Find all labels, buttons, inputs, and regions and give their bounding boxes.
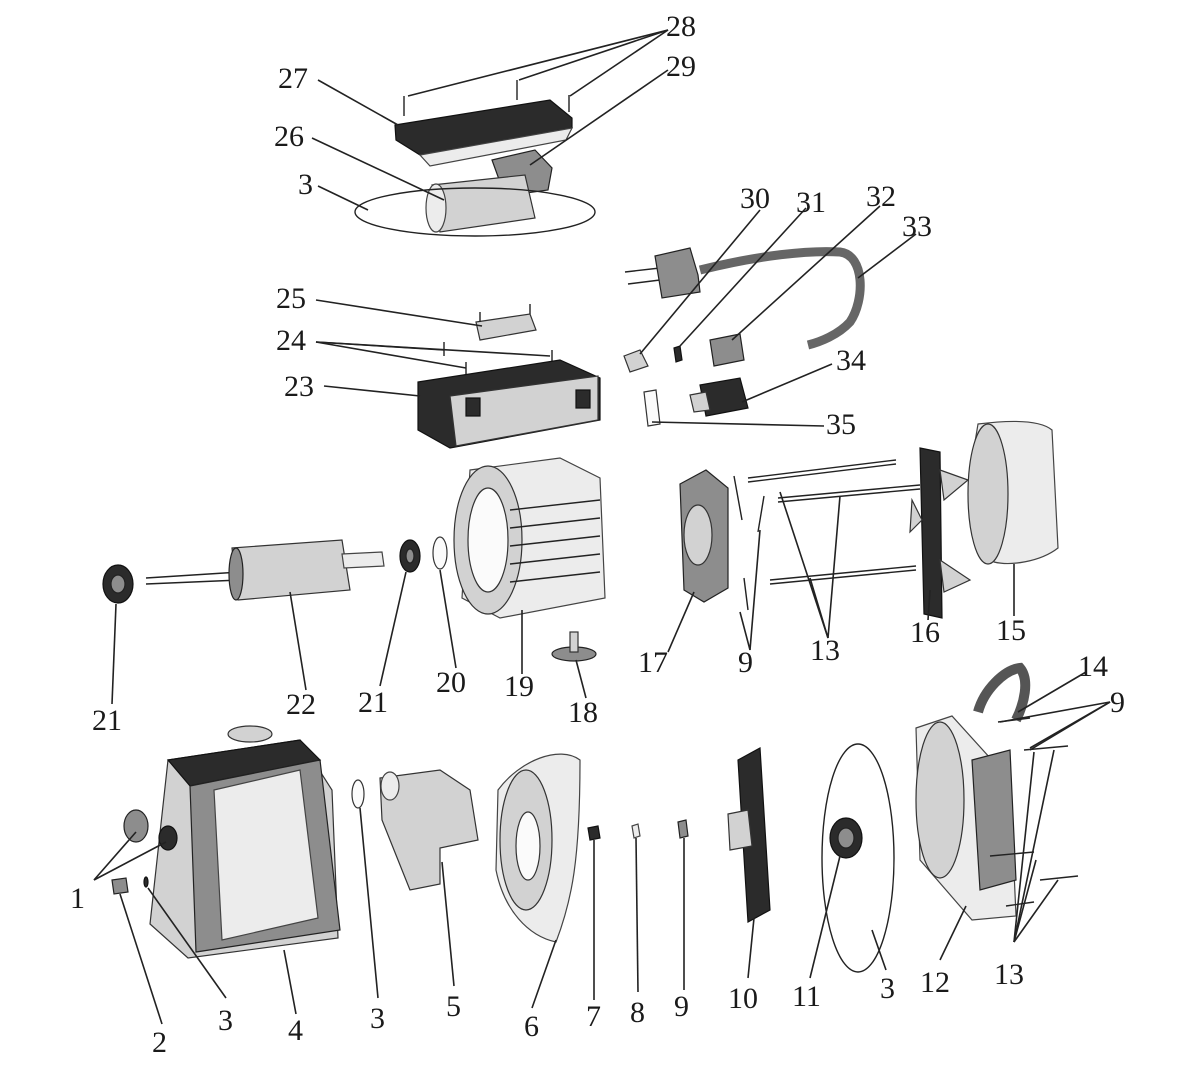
- label-3-large: 3: [880, 972, 895, 1005]
- part-22-rotor: [145, 539, 385, 601]
- label-30: 30: [740, 182, 770, 215]
- part-12-motor-flange: [915, 715, 1017, 921]
- part-4-pump-casing: [149, 725, 341, 959]
- part-14-clamp: [973, 662, 1031, 723]
- label-16: 16: [910, 616, 940, 649]
- label-4: 4: [288, 1014, 303, 1047]
- part-10-impeller: [727, 747, 771, 923]
- part-9-seal: [677, 819, 689, 839]
- label-9-upper: 9: [738, 646, 753, 679]
- part-19-motor-stator: [453, 457, 606, 619]
- label-13-upper: 13: [810, 634, 840, 667]
- label-13-lower: 13: [994, 958, 1024, 991]
- part-3-oring-small: [143, 876, 149, 888]
- part-3-oring-ejector: [351, 779, 365, 809]
- label-17: 17: [638, 646, 668, 679]
- part-15-fan-cover: [967, 420, 1059, 565]
- label-23: 23: [284, 370, 314, 403]
- label-34: 34: [836, 344, 866, 377]
- stator-fins: [509, 499, 601, 583]
- label-21-left: 21: [92, 704, 122, 737]
- label-32: 32: [866, 180, 896, 213]
- part-31-clip: [673, 345, 683, 363]
- label-14: 14: [1078, 650, 1108, 683]
- part-3-oring-large: [821, 743, 895, 973]
- part-34-switch: [689, 377, 749, 417]
- label-5: 5: [446, 990, 461, 1023]
- label-24: 24: [276, 324, 306, 357]
- label-3-drain: 3: [218, 1004, 233, 1037]
- part-25-terminal-block: [475, 304, 537, 341]
- part-6-diffuser: [495, 753, 581, 943]
- part-7-washer: [587, 825, 601, 841]
- part-11-mechanical-seal: [829, 817, 863, 859]
- label-1: 1: [70, 882, 85, 915]
- label-12: 12: [920, 966, 950, 999]
- label-28: 28: [666, 10, 696, 43]
- part-13-tie-rods: [747, 459, 921, 585]
- label-3-top: 3: [298, 168, 313, 201]
- part-20-washer: [432, 536, 448, 570]
- label-31: 31: [796, 186, 826, 219]
- part-8-key: [631, 823, 641, 839]
- label-10: 10: [728, 982, 758, 1015]
- label-15: 15: [996, 614, 1026, 647]
- part-5-ejector: [379, 769, 479, 891]
- part-21-bearing-right: [399, 539, 421, 573]
- label-9-right: 9: [1110, 686, 1125, 719]
- label-22: 22: [286, 688, 316, 721]
- label-29: 29: [666, 50, 696, 83]
- part-labels: 28 27 29 26 3 30 31 32 33 25 24 23 34 35…: [70, 10, 1125, 1059]
- label-8: 8: [630, 996, 645, 1029]
- part-23-terminal-box: [417, 359, 601, 449]
- label-33: 33: [902, 210, 932, 243]
- label-18: 18: [568, 696, 598, 729]
- label-26: 26: [274, 120, 304, 153]
- label-7: 7: [586, 1000, 601, 1033]
- label-3-ejector: 3: [370, 1002, 385, 1035]
- part-3-oring-top: [354, 187, 596, 237]
- label-9-lower: 9: [674, 990, 689, 1023]
- part-28-screws: [403, 80, 570, 116]
- label-11: 11: [792, 980, 821, 1013]
- part-26-capacitor: [425, 174, 536, 233]
- label-20: 20: [436, 666, 466, 699]
- label-35: 35: [826, 408, 856, 441]
- part-32-cable-clamp: [709, 333, 745, 367]
- label-2: 2: [152, 1026, 167, 1059]
- part-16-fan: [909, 447, 972, 619]
- part-27-cover: [394, 99, 574, 167]
- label-21-right: 21: [358, 686, 388, 719]
- part-35-gasket: [643, 389, 661, 427]
- part-18-capacitor-stud: [551, 631, 597, 662]
- label-25: 25: [276, 282, 306, 315]
- part-30-cable-gland: [623, 349, 649, 373]
- label-6: 6: [524, 1010, 539, 1043]
- label-27: 27: [278, 62, 308, 95]
- label-19: 19: [504, 670, 534, 703]
- part-2-drain-plug: [111, 877, 129, 895]
- leader-lines: [93, 29, 1111, 1025]
- part-17-end-shield: [679, 469, 729, 603]
- part-21-bearing-left: [102, 564, 134, 604]
- part-9-pins-upper: [733, 475, 765, 611]
